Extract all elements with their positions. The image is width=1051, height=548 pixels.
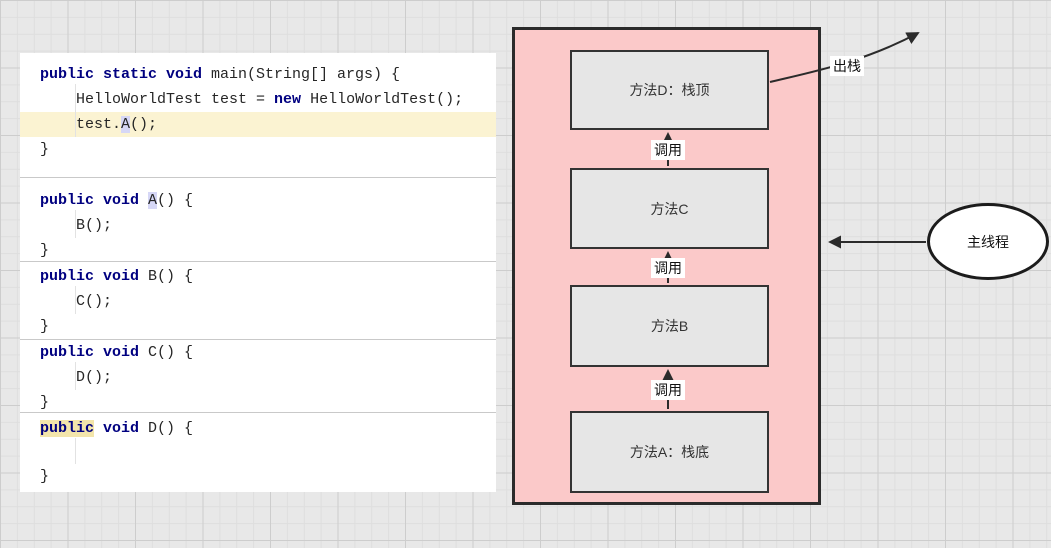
code-token: } [40, 318, 50, 335]
indent-guide [75, 438, 76, 464]
code-line: public void D() { [20, 416, 496, 441]
code-line: public void A() { [20, 188, 496, 213]
code-token: C() { [148, 344, 194, 361]
code-token: new [274, 91, 302, 108]
pop-stack-label: 出栈 [830, 56, 864, 76]
main-thread-ellipse: 主线程 [927, 203, 1049, 280]
code-line: } [20, 137, 496, 162]
code-line [20, 441, 496, 466]
code-line: } [20, 314, 496, 339]
code-token: void [103, 420, 140, 437]
code-token: } [40, 394, 50, 411]
code-block-separator [20, 177, 496, 178]
stack-frame-method-d: 方法D：栈顶 [570, 50, 769, 130]
code-token: A [148, 192, 158, 209]
call-arrow-label: 调用 [651, 380, 685, 400]
call-arrow-label: 调用 [651, 140, 685, 160]
code-line: C(); [20, 289, 496, 314]
code-token: D() { [139, 420, 194, 437]
call-arrow-label: 调用 [651, 258, 685, 278]
code-token: } [40, 141, 50, 158]
code-token: D(); [40, 369, 113, 386]
code-token: A [121, 116, 131, 133]
code-token: public void [40, 344, 149, 361]
code-token: B(); [40, 217, 113, 234]
code-token: public [40, 420, 95, 437]
code-token: B() { [148, 268, 194, 285]
stack-frame-method-b: 方法B [570, 285, 769, 367]
main-thread-label: 主线程 [967, 233, 1009, 250]
code-line: public void C() { [20, 340, 496, 365]
stack-frame-label: 方法B [650, 318, 689, 334]
code-token: HelloWorldTest test = [40, 91, 275, 108]
code-token: public void [40, 192, 149, 209]
code-token: } [40, 468, 50, 485]
code-token [94, 420, 103, 437]
indent-guide [75, 84, 76, 137]
stack-frame-method-a: 方法A：栈底 [570, 411, 769, 493]
code-token: main(String[] args) { [211, 66, 401, 83]
code-token: public void [40, 268, 149, 285]
code-token: public static void [40, 66, 212, 83]
code-line: public static void main(String[] args) { [20, 62, 496, 87]
code-line: } [20, 464, 496, 489]
stack-frame-label: 方法C [650, 200, 689, 217]
code-line: B(); [20, 213, 496, 238]
code-token: test. [40, 116, 122, 133]
stack-frame-label: 方法D：栈顶 [629, 82, 710, 98]
indent-guide [75, 286, 76, 314]
code-token: C(); [40, 293, 113, 310]
code-block-separator [20, 261, 496, 262]
stack-frame-method-c: 方法C [570, 168, 769, 249]
code-block-separator [20, 412, 496, 413]
indent-guide [75, 210, 76, 238]
code-token: (); [130, 116, 158, 133]
indent-guide [75, 362, 76, 390]
code-line: test.A(); [20, 112, 496, 137]
code-snippet-panel: public static void main(String[] args) {… [20, 53, 496, 492]
code-line: } [20, 390, 496, 415]
code-token: HelloWorldTest(); [301, 91, 464, 108]
code-token: () { [157, 192, 194, 209]
code-line: HelloWorldTest test = new HelloWorldTest… [20, 87, 496, 112]
code-block-separator [20, 339, 496, 340]
code-line: public void B() { [20, 264, 496, 289]
code-line: D(); [20, 365, 496, 390]
code-line: } [20, 238, 496, 263]
stack-frame-label: 方法A：栈底 [629, 444, 710, 460]
code-token: } [40, 242, 50, 259]
